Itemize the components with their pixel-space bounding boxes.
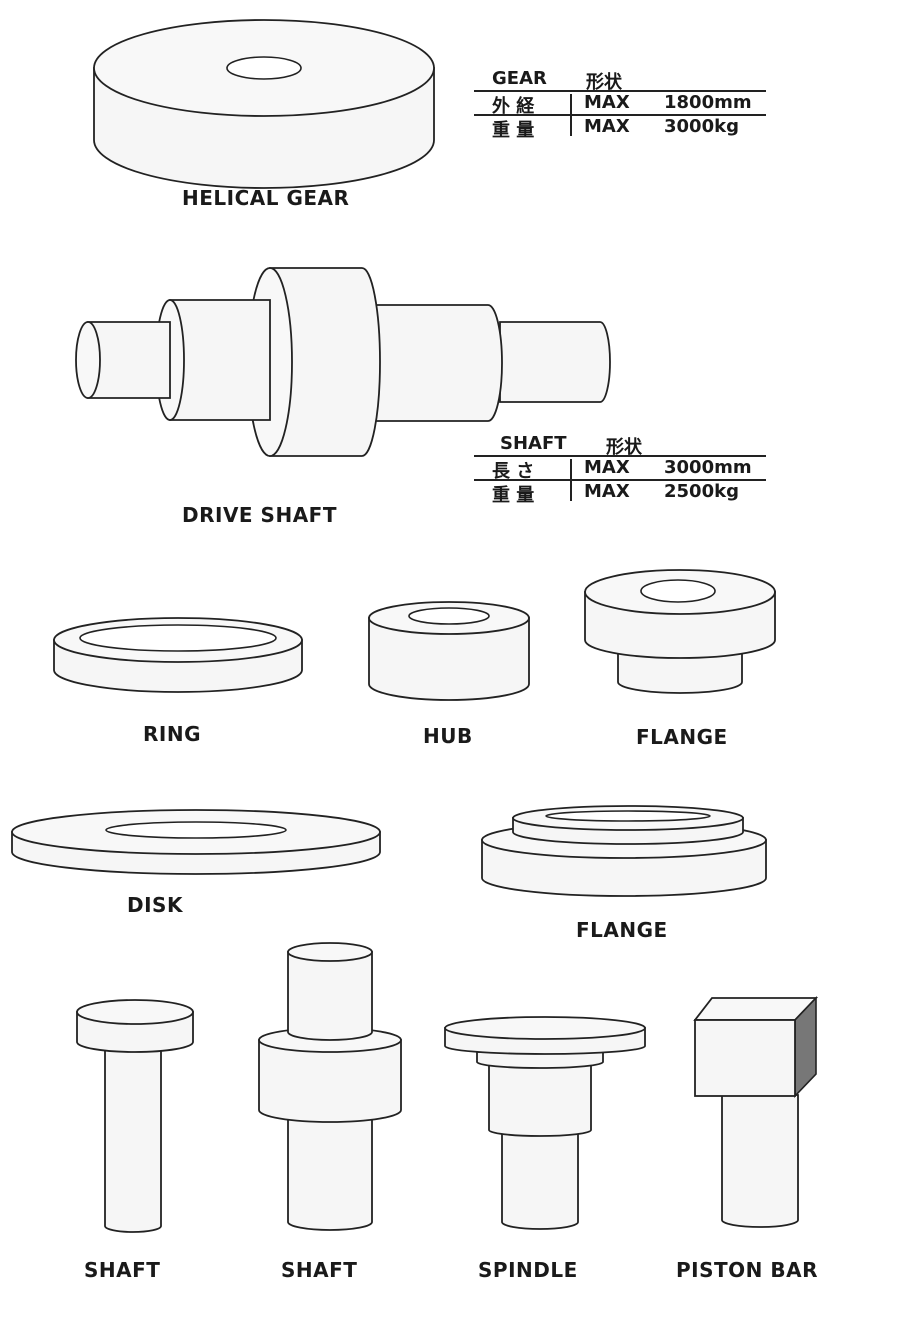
flange-2-shape [481, 805, 767, 897]
gear-spec-row-value: 3000kg [664, 116, 739, 137]
drive-shaft-label: DRIVE SHAFT [182, 503, 337, 527]
shaft-spec-mid-rule [474, 479, 766, 481]
disk-shape [11, 809, 381, 875]
shaft-spec-row-key: MAX [584, 457, 630, 478]
shaft-spec-row-label: 重 量 [492, 485, 535, 506]
gear-spec-row-label: 重 量 [492, 120, 535, 141]
gear-spec-header-left: GEAR [492, 68, 547, 89]
gear-spec-row-key: MAX [584, 92, 630, 113]
drive-shaft-shape [75, 267, 611, 457]
flange-2-label: FLANGE [576, 918, 668, 942]
gear-spec-row: 重 量 MAX 3000kg [474, 116, 764, 141]
gear-spec-mid-rule [474, 114, 766, 116]
shaft-2-shape [258, 942, 402, 1231]
shaft-spec-row-key: MAX [584, 481, 630, 502]
hub-label: HUB [423, 724, 473, 748]
shaft-spec-table: SHAFT 形状 長 さ MAX 3000mm 重 量 MAX 2500kg [474, 433, 766, 506]
gear-spec-divider [570, 94, 572, 136]
shaft-spec-row: 重 量 MAX 2500kg [474, 481, 764, 506]
shaft-spec-header-left: SHAFT [500, 433, 567, 454]
shaft-spec-row: 長 さ MAX 3000mm [474, 457, 764, 482]
spindle-label: SPINDLE [478, 1258, 578, 1282]
ring-label: RING [143, 722, 201, 746]
shaft-2-label: SHAFT [281, 1258, 358, 1282]
shaft-spec-row-value: 3000mm [664, 457, 752, 478]
helical-gear-label: HELICAL GEAR [182, 186, 350, 210]
shaft-spec-row-value: 2500kg [664, 481, 739, 502]
gear-spec-row-value: 1800mm [664, 92, 752, 113]
flange-1-label: FLANGE [636, 725, 728, 749]
gear-spec-top-rule [474, 90, 766, 92]
piston-bar-label: PISTON BAR [676, 1258, 818, 1282]
shaft-1-shape [76, 999, 194, 1233]
disk-label: DISK [127, 893, 183, 917]
hub-shape [368, 601, 530, 701]
shaft-spec-row-label: 長 さ [492, 461, 535, 482]
gear-spec-row: 外 経 MAX 1800mm [474, 92, 764, 117]
gear-spec-header-right: 形状 [586, 72, 622, 93]
shaft-spec-top-rule [474, 455, 766, 457]
ring-shape [53, 617, 303, 693]
shaft-spec-divider [570, 459, 572, 501]
gear-spec-row-key: MAX [584, 116, 630, 137]
gear-spec-table: GEAR 形状 外 経 MAX 1800mm 重 量 MAX 3000kg [474, 68, 766, 141]
piston-bar-shape [693, 996, 819, 1228]
helical-gear-shape [93, 19, 435, 189]
shaft-1-label: SHAFT [84, 1258, 161, 1282]
spindle-shape [444, 1016, 646, 1230]
shaft-spec-header-right: 形状 [606, 437, 642, 458]
gear-spec-row-label: 外 経 [492, 96, 535, 117]
flange-1-shape [584, 569, 776, 694]
